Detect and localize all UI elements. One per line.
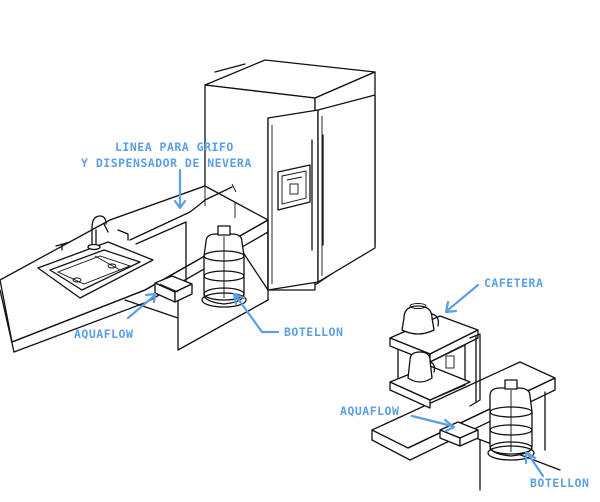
aquaflow-unit-kitchen <box>154 275 193 303</box>
label-botellon-kitchen: BOTELLON <box>284 325 344 339</box>
label-botellon-coffee: BOTELLON <box>530 476 590 490</box>
kitchen-scene <box>0 59 376 353</box>
water-bottle-coffee <box>487 379 535 461</box>
label-aquaflow-kitchen: AQUAFLOW <box>74 327 134 341</box>
water-line-coffee <box>469 333 481 407</box>
label-linea-line2: Y DISPENSADOR DE NEVERA <box>81 156 252 170</box>
water-bottle-kitchen <box>201 225 247 308</box>
coffee-maker <box>389 303 479 409</box>
kitchen-sink <box>37 241 154 299</box>
water-line <box>129 183 237 293</box>
callout-lines <box>126 168 545 478</box>
label-linea-line1: LINEA PARA GRIFO <box>115 140 234 154</box>
label-cafetera: CAFETERA <box>484 276 544 290</box>
coffee-station <box>371 303 561 491</box>
label-aquaflow-coffee: AQUAFLOW <box>340 404 400 418</box>
kitchen-faucet <box>55 215 129 251</box>
